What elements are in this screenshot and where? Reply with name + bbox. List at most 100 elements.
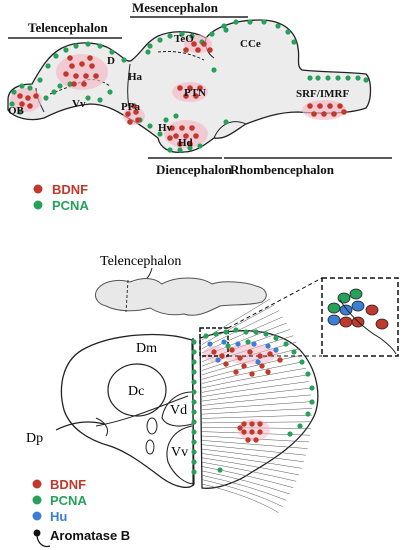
pcna-dot [157, 37, 163, 43]
pcna-dot [167, 33, 173, 39]
nucleus-hv-label: Hv [158, 122, 173, 134]
pcna-dot [291, 349, 297, 355]
hu-dot [273, 347, 279, 353]
pcna-dot [27, 85, 33, 91]
bdnf-dot [19, 101, 25, 107]
bdnf-dot [321, 111, 327, 117]
bdnf-dot [189, 125, 195, 131]
pcna-dot [191, 459, 197, 465]
legend-bottom-aromatase-swatch [33, 529, 41, 537]
pcna-dot [109, 49, 115, 55]
pcna-dot [275, 23, 281, 29]
bdnf-dot [249, 421, 255, 427]
radial-fiber [201, 444, 306, 456]
bdnf-dot [193, 93, 199, 99]
legend-top-pcna-label: PCNA [52, 198, 89, 213]
pcna-dot [297, 423, 303, 429]
bdnf-dot [267, 351, 273, 357]
nucleus-d-label: D [107, 55, 115, 67]
pcna-dot [223, 329, 229, 335]
bdnf-dot [337, 103, 343, 109]
bdnf-dot [179, 125, 185, 131]
pcna-dot [43, 95, 49, 101]
legend-top: BDNF PCNA [33, 182, 89, 213]
bdnf-dot [207, 47, 213, 53]
bdnf-dot [125, 111, 131, 117]
pcna-dot [221, 23, 227, 29]
radial-fiber [201, 361, 305, 384]
pcna-dot [37, 77, 43, 83]
pcna-dot [85, 95, 91, 101]
legend-bottom-bdnf-label: BDNF [50, 477, 86, 492]
bdnf-dot [25, 95, 31, 101]
top-pcna-dots [9, 19, 369, 153]
highlight-d [56, 54, 108, 90]
bdnf-dot [241, 429, 247, 435]
bdnf-dot [219, 353, 225, 359]
dc-region [107, 363, 167, 417]
pcna-dot [211, 67, 217, 73]
pcna-dot [191, 359, 197, 365]
radial-fiber [201, 453, 302, 469]
pcna-cell [327, 302, 341, 314]
pcna-dot [97, 43, 103, 49]
legend-bottom-hu-label: Hu [50, 509, 67, 524]
bdnf-cell [339, 316, 353, 328]
pcna-dot [243, 329, 249, 335]
bdnf-dot [27, 103, 33, 109]
pcna-dot [309, 399, 315, 405]
bdnf-dot [253, 437, 259, 443]
bdnf-dot [201, 41, 207, 47]
bdnf-dot [89, 63, 95, 69]
pcna-dot [191, 409, 197, 415]
dp-outline [95, 417, 109, 437]
pcna-dot [189, 33, 195, 39]
radial-fiber [201, 457, 300, 476]
bdnf-dot [257, 353, 263, 359]
pcna-dot [213, 331, 219, 337]
bdnf-dot [17, 93, 23, 99]
radial-fiber [201, 394, 312, 406]
bdnf-dot [87, 55, 93, 61]
zoom-connector-top [227, 277, 323, 329]
legend-top-bdnf-label: BDNF [52, 182, 88, 197]
pcna-dot [19, 83, 25, 89]
pcna-dot [191, 369, 197, 375]
pcna-dot [147, 43, 153, 49]
bdnf-dot [173, 133, 179, 139]
bdnf-dot [131, 103, 137, 109]
bdnf-dot [167, 135, 173, 141]
bdnf-dot [33, 93, 39, 99]
radial-fiber [201, 414, 313, 419]
top-bdnf-dots [17, 41, 347, 147]
bdnf-dot [237, 355, 243, 361]
bdnf-dot [331, 111, 337, 117]
pcna-dot [45, 63, 51, 69]
radial-fiber [201, 367, 306, 389]
legend-top-pcna-swatch [33, 200, 43, 210]
radial-fiber [201, 381, 310, 397]
pcna-dot [163, 117, 169, 123]
aromatase-glia-process [339, 299, 397, 355]
bdnf-cell [375, 318, 389, 330]
bdnf-dot [249, 429, 255, 435]
lateral-structure-2 [145, 439, 155, 455]
bdnf-dot [193, 133, 199, 139]
legend-bottom: BDNF PCNA Hu Aromatase B [32, 477, 130, 548]
pcna-dot [107, 89, 113, 95]
bdnf-dot [341, 109, 347, 115]
pcna-dot [217, 467, 223, 473]
bdnf-dot [183, 93, 189, 99]
nucleus-vv-label: Vv [72, 98, 86, 110]
radial-fiber [201, 461, 297, 482]
bdnf-dot [191, 41, 197, 47]
nucleus-teo-label: TeO [174, 33, 194, 45]
pcna-dot [305, 371, 311, 377]
bdnf-dot [63, 71, 69, 77]
pcna-dot [97, 97, 103, 103]
radial-fiber [201, 401, 312, 411]
pcna-dot [355, 75, 361, 81]
bdnf-cell [365, 304, 379, 316]
legend-bottom-pcna-label: PCNA [50, 493, 87, 508]
